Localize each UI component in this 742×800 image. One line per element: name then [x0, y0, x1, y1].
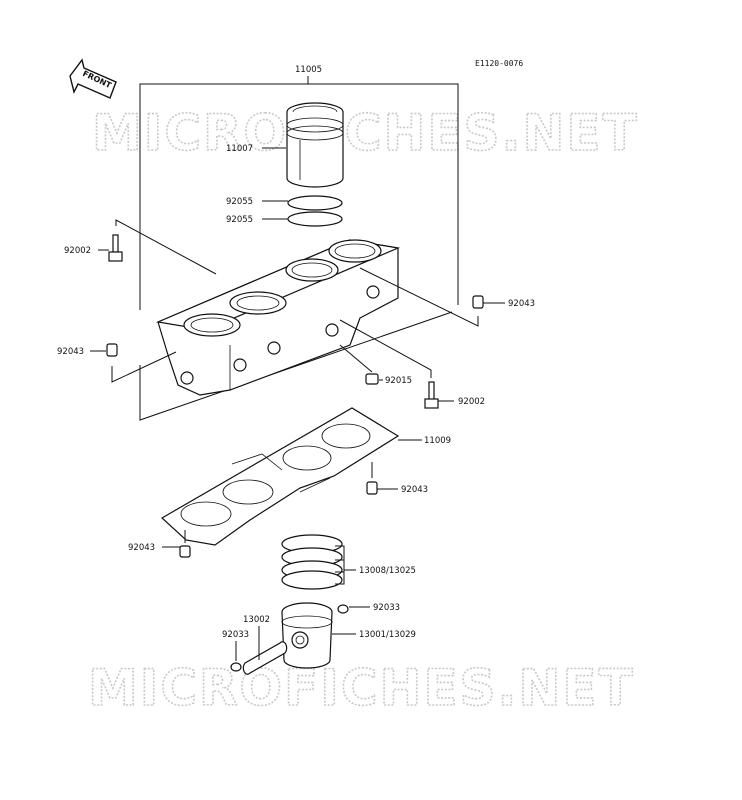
label-92033-right: 92033 [373, 603, 400, 613]
diagram-code: E1120-0076 [475, 59, 523, 68]
piston-pin [242, 641, 288, 675]
dowel-right-lower [366, 481, 378, 495]
dowel-right-upper [472, 295, 484, 309]
cylinder-liner [286, 102, 344, 188]
o-ring-upper [287, 195, 343, 211]
piston-ring-set [281, 534, 343, 590]
bolt-left [108, 234, 123, 262]
watermark-top: MICROFICHES.NET [92, 104, 639, 162]
label-13008-13025: 13008/13025 [359, 566, 416, 576]
label-13002: 13002 [243, 615, 270, 625]
label-92043-left-upper: 92043 [57, 347, 84, 357]
plug-92015 [365, 373, 379, 385]
watermark-bottom: MICROFICHES.NET [88, 659, 635, 717]
label-92055-upper: 92055 [226, 197, 253, 207]
label-92002-left: 92002 [64, 246, 91, 256]
circlip-right [337, 604, 349, 614]
label-92033-left: 92033 [222, 630, 249, 640]
dowel-left-lower [179, 545, 191, 558]
label-92015: 92015 [385, 376, 412, 386]
piston [281, 602, 333, 669]
cylinder-assembly-frame [139, 76, 459, 421]
bolt-right [424, 381, 439, 409]
cylinder-block [155, 239, 401, 396]
label-92055-lower: 92055 [226, 215, 253, 225]
label-13001-13029: 13001/13029 [359, 630, 416, 640]
o-ring-lower [287, 211, 343, 227]
label-92043-left-lower: 92043 [128, 543, 155, 553]
label-92002-right: 92002 [458, 397, 485, 407]
label-11005: 11005 [295, 65, 322, 75]
label-11007: 11007 [226, 144, 253, 154]
cylinder-base-gasket [160, 407, 400, 546]
label-11009: 11009 [424, 436, 451, 446]
front-arrow-icon: FRONT [69, 58, 117, 99]
dowel-left-upper [106, 343, 118, 357]
circlip-left [230, 662, 242, 672]
label-92043-right-upper: 92043 [508, 299, 535, 309]
label-92043-right-lower: 92043 [401, 485, 428, 495]
